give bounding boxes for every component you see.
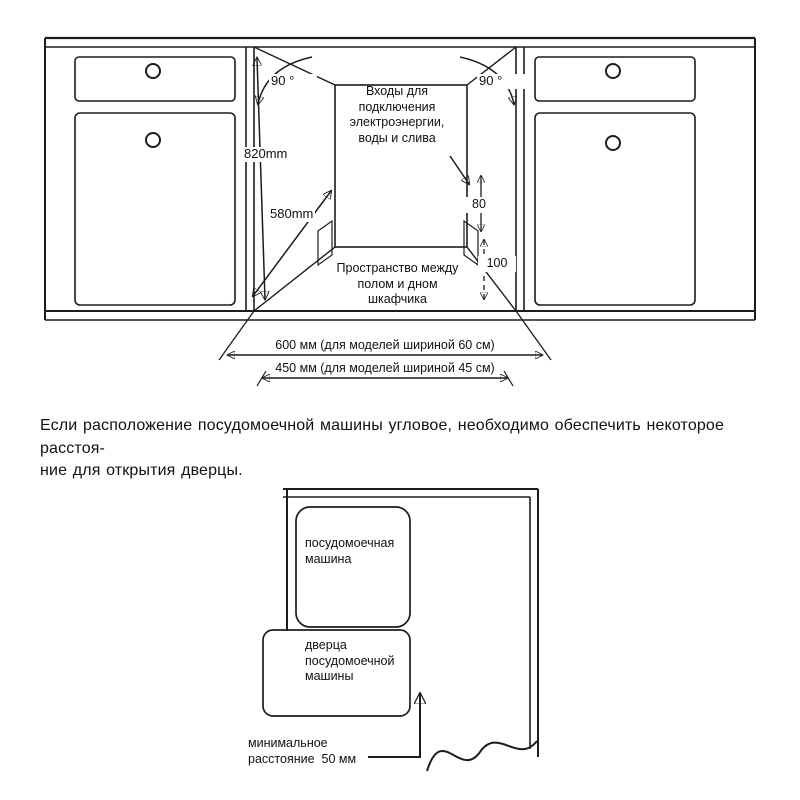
- connection-pointer-arrow: [449, 155, 469, 184]
- angle-arc-right: [459, 56, 514, 104]
- note-paragraph: Если расположение посудомоечной машины у…: [40, 417, 725, 480]
- width-dimension-lines: [218, 310, 552, 387]
- dishwasher-body: [295, 506, 411, 628]
- width-600-label: 600 мм (для моделей шириной 60 см): [275, 338, 495, 352]
- outer-frame-lines: [44, 38, 756, 320]
- right-drawer-front: [534, 56, 696, 102]
- width-450-label: 450 мм (для моделей шириной 45 см): [275, 361, 495, 375]
- right-drawer-knob-icon: [605, 63, 621, 79]
- inputs-label: Входы для подключения электроэнергии, во…: [349, 84, 445, 145]
- door-label: дверца посудомоечной машины: [305, 638, 395, 683]
- floor-lines: [45, 310, 755, 321]
- left-cabinet: [74, 56, 236, 306]
- right-door-front: [534, 112, 696, 306]
- left-door-front: [74, 112, 236, 306]
- left-drawer-knob-icon: [145, 63, 161, 79]
- right-door-knob-icon: [605, 135, 621, 151]
- depth-dimension-arrow: [253, 191, 331, 296]
- dishwasher-door: [262, 629, 411, 717]
- left-drawer-front: [74, 56, 236, 102]
- min-distance-label: минимальное расстояние 50 мм: [248, 736, 357, 766]
- corner-top-wall: [283, 488, 538, 498]
- dishwasher-label: посудомоечная машина: [305, 536, 395, 566]
- left-door-knob-icon: [145, 132, 161, 148]
- corner-right-wall: [529, 489, 539, 757]
- angle-left-label: 90 °: [269, 73, 317, 89]
- depth-dimension-label: 580mm: [268, 206, 316, 222]
- countertop-lines: [45, 36, 755, 48]
- floor-space-label: Пространство между полом и дном шкафчика: [336, 261, 459, 306]
- dim-80-label: 80: [464, 197, 494, 213]
- dim-100-label: 100: [478, 256, 516, 272]
- height-dimension-label: 820mm: [242, 146, 290, 162]
- angle-right-label: 90 °: [477, 73, 525, 89]
- right-cabinet: [534, 56, 696, 306]
- wall-break-wave: [426, 740, 538, 772]
- angle-arc-left: [258, 56, 313, 104]
- niche-back-wall: [334, 84, 468, 248]
- min-distance-arrow: [368, 694, 420, 758]
